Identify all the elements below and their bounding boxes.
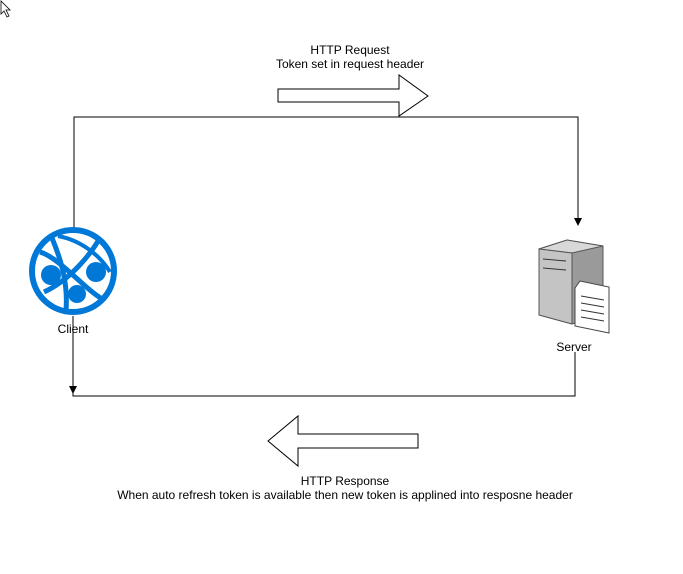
response-direction-arrow-icon [267,414,419,468]
server-label: Server [556,340,592,354]
response-connector [69,316,576,397]
response-arrowhead-icon [69,386,77,394]
request-direction-arrow-icon [277,74,429,117]
response-subtitle: When auto refresh token is available the… [117,488,573,502]
response-title: HTTP Response [300,474,390,488]
request-label: HTTP Request Token set in request header [200,43,500,71]
globe-network-icon [29,227,117,315]
server-document-icon [538,239,610,334]
request-title: HTTP Request [310,43,390,57]
client-label: Client [57,322,89,336]
request-subtitle: Token set in request header [275,57,425,71]
mouse-cursor-icon [0,0,11,18]
request-connector [73,116,582,228]
request-arrowhead-icon [574,218,582,226]
response-label: HTTP Response When auto refresh token is… [60,474,630,502]
